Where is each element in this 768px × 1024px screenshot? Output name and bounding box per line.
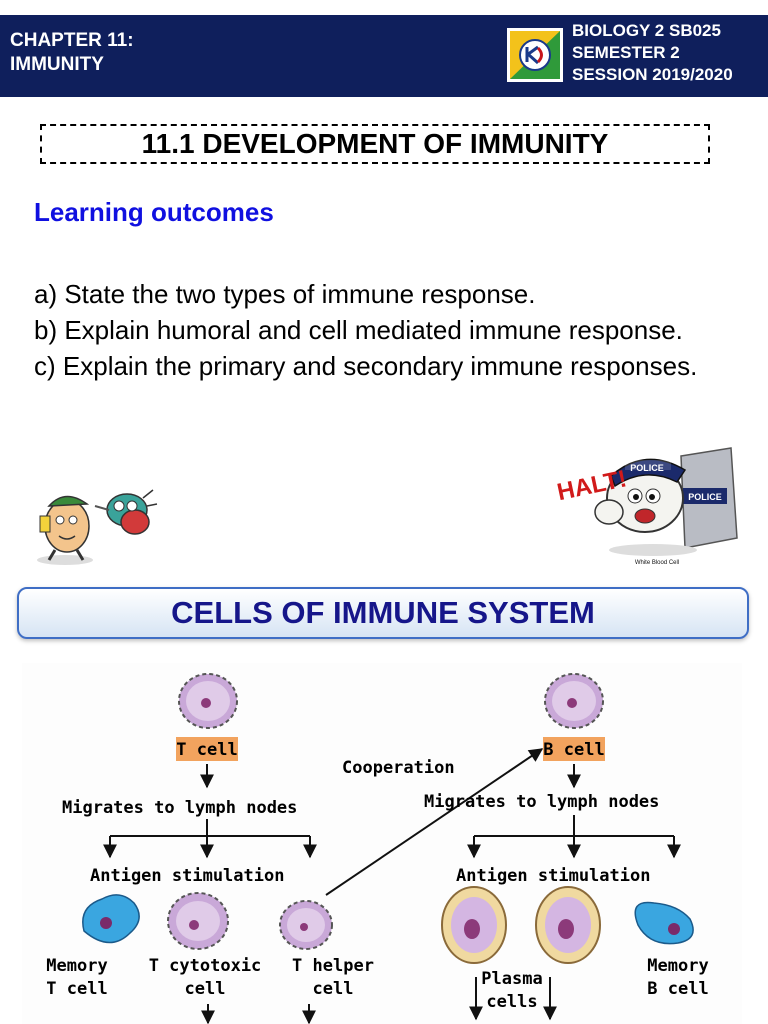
t-cell-label-box	[176, 737, 238, 761]
t-cytotoxic-label-line1: T cytotoxic	[149, 956, 262, 976]
outcome-marker: a)	[34, 279, 65, 309]
b-cell-illustration	[544, 673, 604, 729]
college-logo-icon	[507, 28, 563, 82]
t-cell-illustration	[178, 673, 238, 729]
b-cell-label: B cell	[543, 740, 604, 760]
police-white-blood-cell-illustration: POLICE POLICE HALT! White Blood Cell	[555, 447, 738, 566]
plasma-label-line1: Plasma	[481, 969, 542, 989]
plasma-label-line2: cells	[486, 992, 537, 1012]
germ-cartoon-illustration	[37, 489, 158, 565]
learning-outcomes-heading: Learning outcomes	[34, 197, 274, 227]
t-helper-cell-illustration	[279, 900, 333, 950]
header-bar: CHAPTER 11: IMMUNITY BIOLOGY 2 SB025 SEM…	[0, 15, 768, 97]
migrates-right-label: Migrates to lymph nodes	[424, 792, 659, 812]
antigen-right-label: Antigen stimulation	[456, 866, 650, 886]
plasma-cell-illustration	[441, 886, 507, 964]
outcome-marker: b)	[34, 315, 65, 345]
t-cytotoxic-cell-illustration	[167, 892, 229, 950]
t-helper-label-line1: T helper	[292, 956, 374, 976]
memory-t-label-line2: T cell	[46, 979, 107, 999]
course-code: BIOLOGY 2 SB025	[572, 21, 721, 40]
b-cell-label-box	[543, 737, 605, 761]
memory-t-cell-illustration	[82, 894, 140, 944]
t-helper-label-line2: cell	[313, 979, 354, 999]
cartoon-caption: White Blood Cell	[635, 560, 679, 566]
course-info: BIOLOGY 2 SB025 SEMESTER 2 SESSION 2019/…	[572, 20, 733, 86]
cells-of-immune-system-banner: CELLS OF IMMUNE SYSTEM	[17, 587, 749, 639]
outcome-text: Explain the primary and secondary immune…	[62, 351, 698, 381]
t-cell-label: T cell	[176, 740, 237, 760]
outcome-item: c) Explain the primary and secondary imm…	[34, 348, 714, 384]
semester-label: SEMESTER 2	[572, 43, 680, 62]
immune-cells-diagram: T cell Migrates to lymph nodes Antigen s…	[22, 663, 742, 1024]
chapter-name: IMMUNITY	[10, 54, 104, 75]
memory-t-label-line1: Memory	[46, 956, 107, 976]
shield-label: POLICE	[688, 492, 722, 502]
outcome-text: State the two types of immune response.	[64, 279, 536, 309]
t-cytotoxic-label-line2: cell	[185, 979, 226, 999]
migrates-left-label: Migrates to lymph nodes	[62, 798, 297, 818]
outcome-text: Explain humoral and cell mediated immune…	[64, 315, 683, 345]
plasma-cell-illustration	[535, 886, 601, 964]
cap-label: POLICE	[630, 463, 664, 473]
section-title: 11.1 DEVELOPMENT OF IMMUNITY	[40, 124, 710, 164]
memory-b-cell-illustration	[634, 901, 694, 945]
chapter-title: CHAPTER 11: IMMUNITY	[10, 29, 134, 77]
outcome-item: a) State the two types of immune respons…	[34, 276, 714, 312]
session-label: SESSION 2019/2020	[572, 65, 733, 84]
learning-outcomes-list: a) State the two types of immune respons…	[34, 276, 714, 384]
memory-b-label-line2: B cell	[647, 979, 708, 999]
antigen-left-label: Antigen stimulation	[90, 866, 284, 886]
chapter-number: CHAPTER 11:	[10, 30, 134, 51]
cooperation-label: Cooperation	[342, 758, 455, 778]
outcome-marker: c)	[34, 351, 63, 381]
memory-b-label-line1: Memory	[647, 956, 708, 976]
outcome-item: b) Explain humoral and cell mediated imm…	[34, 312, 714, 348]
